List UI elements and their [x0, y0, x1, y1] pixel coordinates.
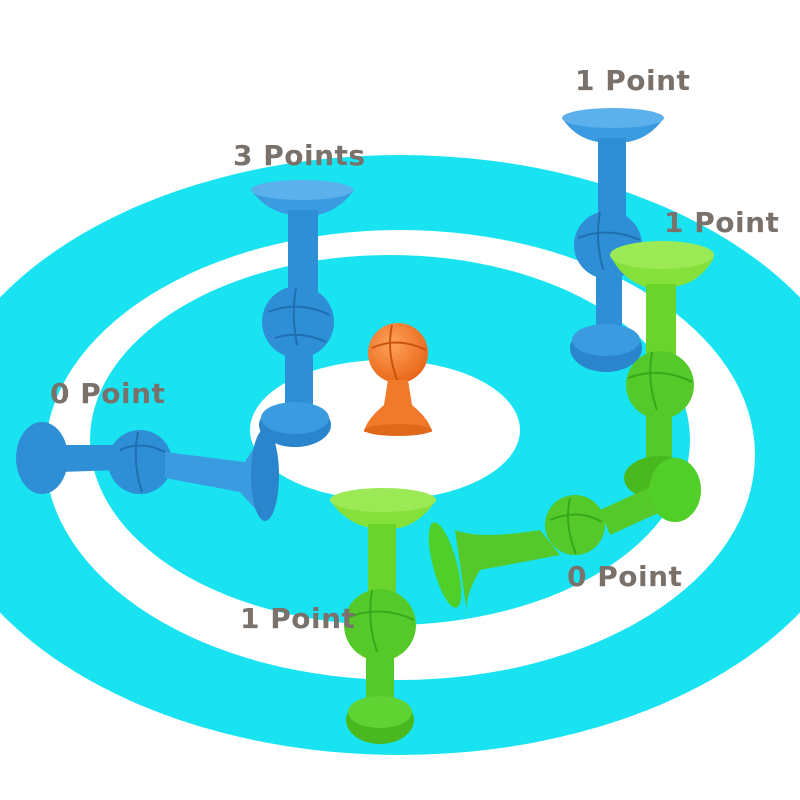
score-label-right-green: 1 Point	[664, 206, 780, 239]
green-dart-lying-right	[428, 458, 701, 620]
green-dart-standing-bottom	[330, 488, 436, 744]
score-label-lying-bottom-right: 0 Point	[567, 560, 683, 593]
blue-dart-standing-center	[251, 180, 354, 447]
green-dart-standing-right	[610, 241, 714, 500]
score-label-top-right: 1 Point	[575, 64, 691, 97]
score-label-lying-left: 0 Point	[50, 377, 166, 410]
blue-dart-standing-top-right	[562, 108, 664, 372]
score-label-bottom-green: 1 Point	[240, 602, 356, 635]
blue-dart-lying-left	[16, 422, 279, 521]
orange-dart-center	[364, 323, 432, 436]
score-label-3-points: 3 Points	[233, 139, 366, 172]
